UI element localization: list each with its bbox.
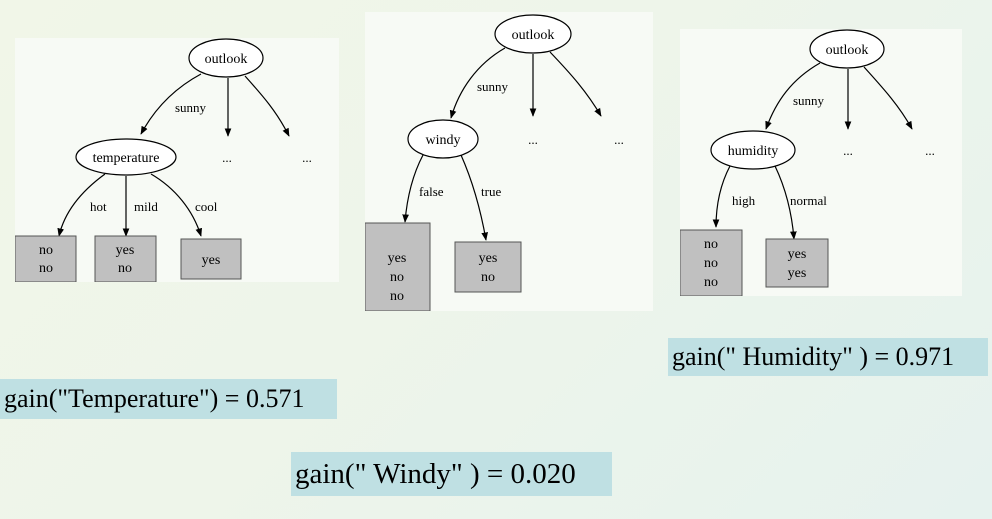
leaf-box-cool <box>180 238 242 280</box>
gain-humidity: gain(" Humidity" ) = 0.971 <box>668 338 988 376</box>
leaf-false-line-2: no <box>390 270 404 285</box>
edge-sunny <box>765 62 821 130</box>
attribute-label: humidity <box>728 144 779 159</box>
edge-label-cool: cool <box>195 199 218 214</box>
leaf-high-line-2: no <box>704 256 718 271</box>
edge-label-normal: normal <box>790 193 827 208</box>
root-label: outlook <box>512 28 555 43</box>
edge-label-sunny: sunny <box>175 100 207 115</box>
leaf-box-false <box>365 222 431 311</box>
leaf-cool-line-1: yes <box>202 253 221 268</box>
root-label: outlook <box>205 52 248 67</box>
ellipsis-2: ... <box>302 150 312 165</box>
edge-label-false: false <box>419 184 444 199</box>
leaf-true-line-1: yes <box>479 251 498 266</box>
edge-label-sunny: sunny <box>477 79 509 94</box>
leaf-box-high <box>680 229 743 296</box>
edge-cool <box>150 173 202 237</box>
leaf-normal-line-2: yes <box>788 266 807 281</box>
leaf-high-line-3: no <box>704 275 718 290</box>
tree-panel-windy: outlook sunny ... ... windy false true y… <box>365 12 653 311</box>
edge-label-high: high <box>732 193 756 208</box>
tree-diagram-windy: outlook sunny ... ... windy false true y… <box>365 14 624 311</box>
attribute-node <box>710 130 796 170</box>
edge-label-true: true <box>481 184 501 199</box>
tree-panel-temperature: outlook sunny ... ... temperature hot mi… <box>15 38 339 282</box>
leaf-hot-line-2: no <box>39 261 53 276</box>
attribute-label: temperature <box>93 151 160 166</box>
root-node <box>809 29 885 69</box>
edge-other-2 <box>244 75 290 137</box>
ellipsis-2: ... <box>614 132 624 147</box>
leaf-true-line-2: no <box>481 270 495 285</box>
edge-label-hot: hot <box>90 199 107 214</box>
root-node <box>188 38 264 78</box>
attribute-label: windy <box>426 133 461 148</box>
edge-label-mild: mild <box>134 199 158 214</box>
tree-panel-humidity: outlook sunny ... ... humidity high norm… <box>680 29 962 296</box>
leaf-box-normal <box>765 238 829 288</box>
leaf-hot-line-1: no <box>39 243 53 258</box>
edge-sunny <box>449 47 506 119</box>
edge-sunny <box>140 73 202 135</box>
edge-high <box>712 165 731 228</box>
leaf-normal-line-1: yes <box>788 247 807 262</box>
edge-hot <box>57 173 106 237</box>
leaf-box-hot <box>15 235 77 282</box>
edge-false <box>402 154 424 223</box>
gain-temperature: gain("Temperature") = 0.571 <box>0 379 337 419</box>
leaf-mild-line-2: no <box>118 261 132 276</box>
leaf-false-line-1: yes <box>388 251 407 266</box>
ellipsis-1: ... <box>222 150 232 165</box>
leaf-false-line-3: no <box>390 289 404 304</box>
edge-other-2 <box>549 51 602 117</box>
gain-windy: gain(" Windy" ) = 0.020 <box>291 452 612 496</box>
ellipsis-1: ... <box>528 132 538 147</box>
edge-other-2 <box>863 66 913 130</box>
root-label: outlook <box>826 43 869 58</box>
ellipsis-1: ... <box>843 143 853 158</box>
edge-label-sunny: sunny <box>793 93 825 108</box>
ellipsis-2: ... <box>925 143 935 158</box>
tree-diagram-temperature: outlook sunny ... ... temperature hot mi… <box>15 38 312 282</box>
edge-normal <box>774 165 797 240</box>
edge-true <box>460 154 488 241</box>
root-node <box>494 14 572 54</box>
tree-diagram-humidity: outlook sunny ... ... humidity high norm… <box>680 29 935 296</box>
leaf-high-line-1: no <box>704 237 718 252</box>
attribute-node <box>75 138 177 176</box>
leaf-box-true <box>454 241 522 293</box>
leaf-mild-line-1: yes <box>116 243 135 258</box>
attribute-node <box>407 119 479 159</box>
leaf-box-mild <box>94 235 157 282</box>
